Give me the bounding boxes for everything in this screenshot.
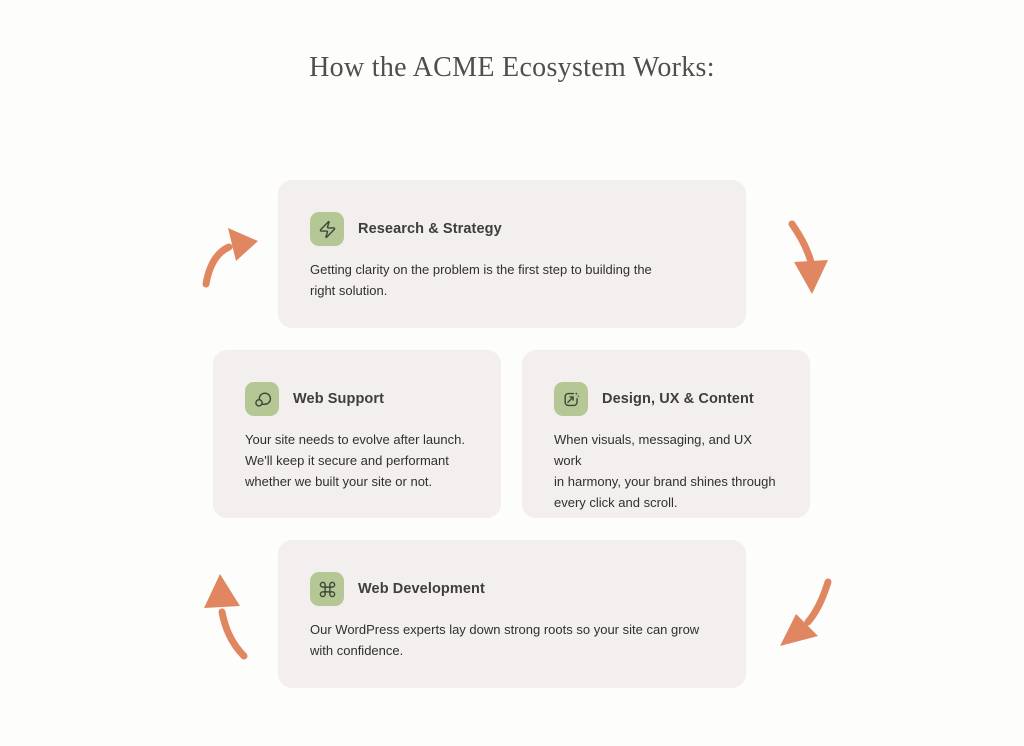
command-icon — [310, 572, 344, 606]
card-description: Getting clarity on the problem is the fi… — [310, 262, 652, 298]
card-research-strategy: Research & Strategy Getting clarity on t… — [278, 180, 746, 328]
page-title: How the ACME Ecosystem Works: — [309, 52, 715, 83]
cycle-arrow-top-right — [788, 220, 828, 294]
card-header: Design, UX & Content — [554, 382, 778, 416]
card-header: Research & Strategy — [310, 212, 714, 246]
card-title: Research & Strategy — [358, 221, 502, 237]
cycle-arrow-bottom-left — [204, 574, 248, 660]
image-sparkle-icon — [554, 382, 588, 416]
cycle-arrow-bottom-right — [780, 578, 832, 646]
card-description: Your site needs to evolve after launch. … — [245, 432, 465, 489]
zap-icon — [310, 212, 344, 246]
card-title: Web Support — [293, 391, 385, 407]
card-header: Web Support — [245, 382, 469, 416]
card-web-support: Web Support Your site needs to evolve af… — [213, 350, 501, 518]
cycle-arrow-top-left — [202, 228, 258, 288]
card-web-development: Web Development Our WordPress experts la… — [278, 540, 746, 688]
card-description: Our WordPress experts lay down strong ro… — [310, 622, 700, 658]
card-title: Web Development — [358, 581, 485, 597]
card-design-ux-content: Design, UX & Content When visuals, messa… — [522, 350, 810, 518]
chat-bubbles-icon — [245, 382, 279, 416]
card-title: Design, UX & Content — [602, 391, 754, 407]
card-header: Web Development — [310, 572, 714, 606]
card-description: When visuals, messaging, and UX work in … — [554, 432, 776, 510]
